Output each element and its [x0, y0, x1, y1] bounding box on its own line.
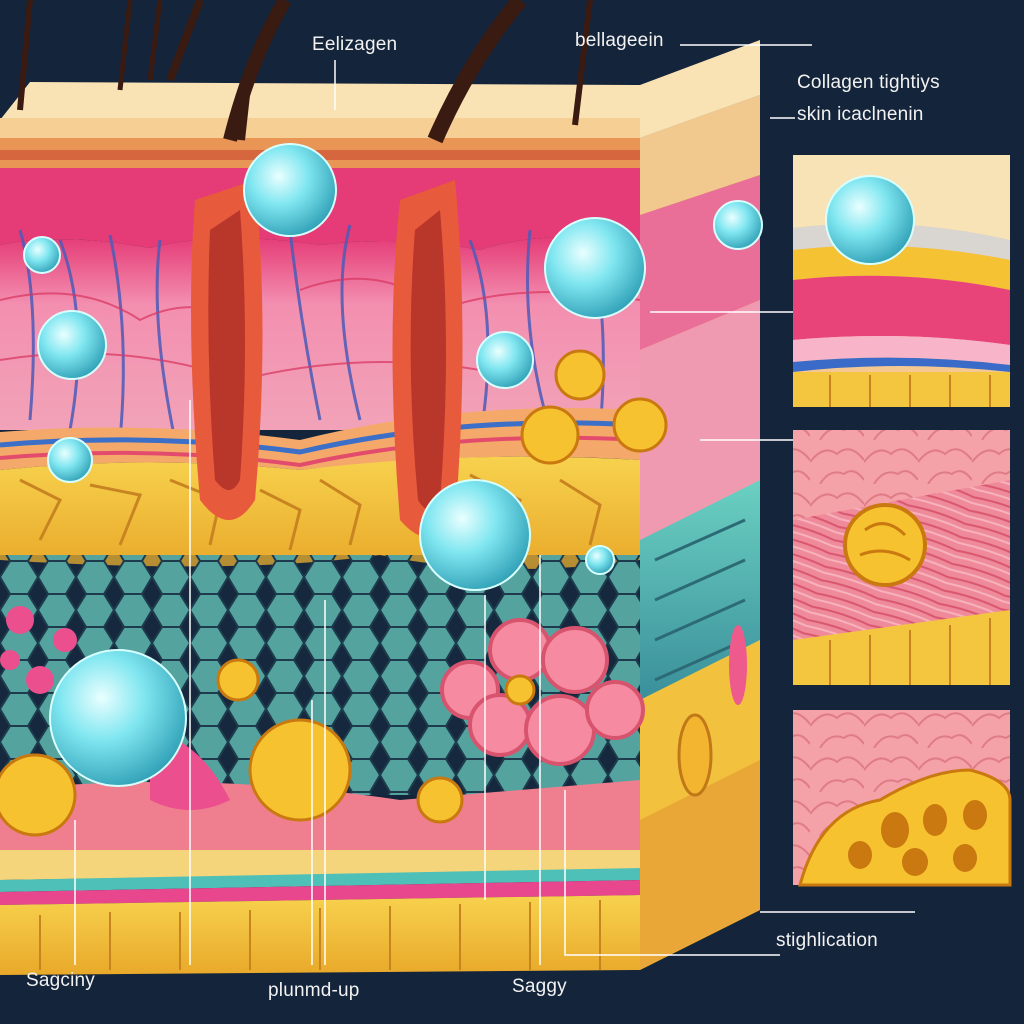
hair-follicles [17, 0, 593, 538]
epidermis-top [0, 40, 760, 140]
moisture-bubbles [23, 143, 763, 787]
label-bottom-right: Saggy [512, 976, 567, 997]
label-bottom-left: Sagciny [26, 970, 95, 991]
detail-panel-fat [793, 710, 1012, 887]
detail-panel-dermis [793, 430, 1010, 685]
label-bottom-center: plunmd-up [268, 980, 360, 1001]
label-right-line1: Collagen tightiys [797, 72, 940, 93]
detail-panel-epidermis [793, 155, 1010, 407]
label-top-right: bellageein [575, 30, 664, 51]
collagen-cluster [440, 618, 645, 766]
label-top-center: Eelizagen [312, 34, 398, 55]
leader-lines [74, 44, 915, 965]
label-right-bottom: stighlication [776, 930, 878, 951]
block-right-face [640, 95, 760, 970]
label-right-line2: skin icaclnenin [797, 104, 924, 125]
collagen-particles [0, 349, 668, 837]
